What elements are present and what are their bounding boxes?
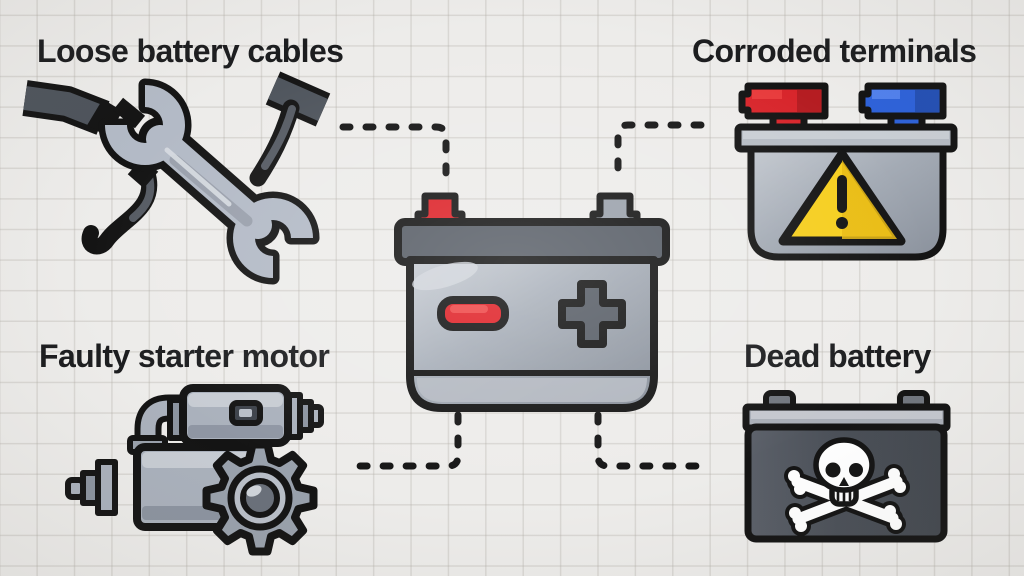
car-battery-icon bbox=[394, 192, 670, 412]
label-corroded-terminals: Corroded terminals bbox=[692, 33, 977, 69]
plus-symbol bbox=[558, 280, 626, 348]
connector-top-right bbox=[614, 121, 705, 186]
wrench-and-cables-icon bbox=[22, 71, 331, 285]
wrench-body bbox=[105, 85, 313, 278]
label-loose-battery-cables: Loose battery cables bbox=[37, 33, 344, 69]
body-highlight bbox=[412, 261, 478, 291]
starter-motor-gear-icon bbox=[65, 384, 324, 556]
connector-top-left bbox=[339, 123, 450, 186]
minus-symbol bbox=[437, 296, 509, 331]
connector-bottom-left bbox=[348, 411, 462, 470]
body-bottom-strip bbox=[417, 378, 647, 402]
connector-bottom-right bbox=[594, 411, 710, 470]
skull-icon bbox=[813, 437, 875, 507]
dead-battery-skull-icon bbox=[742, 390, 951, 543]
label-faulty-starter-motor: Faulty starter motor bbox=[39, 338, 330, 374]
battery-cables bbox=[22, 71, 331, 255]
corroded-battery-terminals-icon bbox=[734, 82, 958, 261]
label-dead-battery: Dead battery bbox=[744, 338, 931, 374]
